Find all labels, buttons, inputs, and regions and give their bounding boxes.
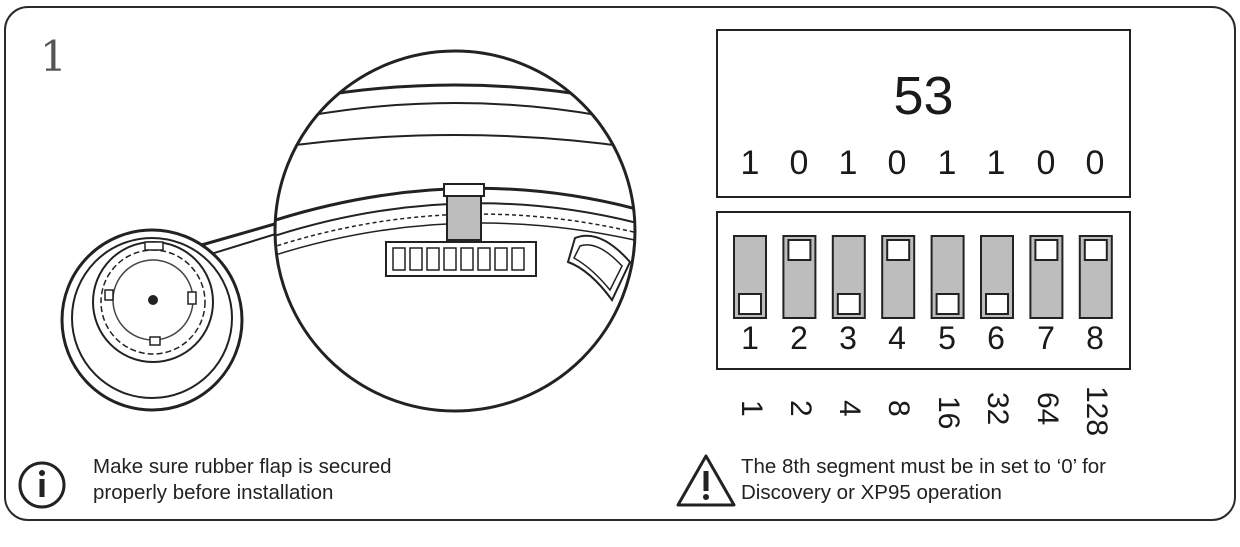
address-value: 53	[893, 66, 954, 126]
switch-number: 2	[790, 320, 808, 356]
switch-number: 3	[839, 320, 857, 356]
bit-weight: 2	[784, 400, 817, 417]
bit-value: 1	[937, 144, 957, 182]
bit-value: 1	[740, 144, 760, 182]
switch-number: 1	[741, 320, 759, 356]
address-value-box: 53	[716, 29, 1131, 198]
dip-switch	[930, 235, 965, 319]
dip-switch	[831, 235, 866, 319]
dip-switch-knob	[738, 293, 762, 315]
info-note-line: properly before installation	[93, 481, 334, 504]
dip-switch	[980, 235, 1014, 319]
bit-weight: 4	[833, 400, 866, 417]
info-note-line: Make sure rubber flap is secured	[93, 455, 392, 478]
dip-switch-knob	[1034, 239, 1059, 261]
step-number: 1	[40, 32, 67, 81]
dip-switch-knob	[787, 239, 812, 261]
bit-weight: 8	[882, 400, 915, 417]
bit-weight: 128	[1080, 386, 1113, 437]
bit-weight: 16	[932, 396, 965, 430]
dip-switch-knob	[886, 239, 911, 261]
dip-switch-knob	[935, 293, 960, 315]
warning-note-line: Discovery or XP95 operation	[741, 481, 1002, 504]
dip-switch	[733, 235, 767, 319]
warning-note: The 8th segment must be in set to ‘0’ fo…	[741, 454, 1106, 506]
warning-note-line: The 8th segment must be in set to ‘0’ fo…	[741, 455, 1107, 478]
bit-value: 0	[1036, 144, 1056, 182]
diagram-frame	[4, 6, 1236, 521]
info-note: Make sure rubber flap is secured properl…	[93, 454, 392, 506]
dip-switch-knob	[1083, 239, 1108, 261]
dip-switch	[1078, 235, 1113, 319]
bit-weight: 32	[981, 392, 1014, 426]
switch-number: 5	[938, 320, 956, 356]
bit-value: 0	[887, 144, 907, 182]
switch-number: 6	[987, 320, 1005, 356]
bit-value: 1	[838, 144, 858, 182]
binary-bits-row: 1 0 1 0 1 1 0 0	[718, 146, 1129, 186]
dip-switch-knob	[836, 293, 861, 315]
dip-switch	[881, 235, 916, 319]
bit-value: 0	[1085, 144, 1105, 182]
bit-weight: 1	[735, 400, 768, 417]
warning-icon	[676, 454, 736, 507]
switch-number: 4	[888, 320, 906, 356]
dip-switch-box	[716, 211, 1131, 370]
bit-weight: 64	[1031, 392, 1064, 426]
dip-switch	[1029, 235, 1064, 319]
detector-base-icon	[60, 228, 244, 412]
switch-number: 7	[1037, 320, 1055, 356]
switch-number: 8	[1086, 320, 1104, 356]
info-icon	[18, 461, 66, 509]
dip-switch	[782, 235, 817, 319]
dip-switch-array	[733, 235, 1113, 319]
dip-switch-knob	[985, 293, 1009, 315]
bit-value: 0	[789, 144, 809, 182]
bit-value: 1	[986, 144, 1006, 182]
magnified-detail	[273, 49, 637, 413]
